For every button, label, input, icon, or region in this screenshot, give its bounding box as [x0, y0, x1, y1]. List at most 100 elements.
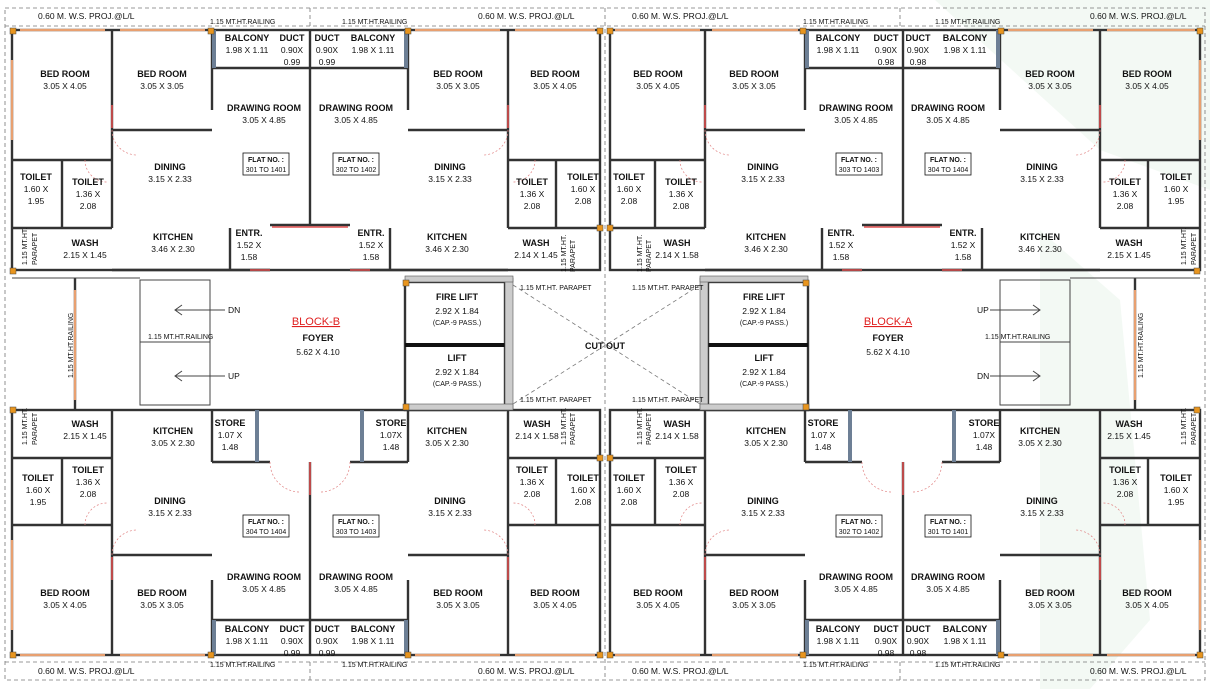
room-dimension: 1.98 X 1.11: [352, 45, 395, 55]
proj-label: 0.60 M. W.S. PROJ.@L/L: [38, 666, 135, 676]
proj-label: 0.60 M. W.S. PROJ.@L/L: [478, 666, 575, 676]
room-dimension: 3.05 X 3.05: [732, 600, 776, 610]
room-dimension: 2.08: [80, 201, 97, 211]
room-name: DRAWING ROOM: [911, 103, 985, 113]
room-dimension: 1.48: [815, 442, 832, 452]
room-name: DUCT: [906, 624, 931, 634]
room-label: BED ROOM 3.05 X 3.05: [729, 588, 779, 610]
room-dimension: 1.60 X: [571, 184, 596, 194]
svg-text:FLAT NO. :: FLAT NO. :: [841, 157, 877, 164]
room-dimension: 1.58: [241, 252, 258, 262]
room-name: DRAWING ROOM: [911, 572, 985, 582]
room-name: BED ROOM: [729, 588, 779, 598]
room-dimension: 1.95: [1168, 196, 1185, 206]
room-name: BALCONY: [816, 33, 861, 43]
room-dimension: 3.05 X 4.85: [834, 115, 878, 125]
room-dimension: 1.98 X 1.11: [944, 636, 987, 646]
room-name: KITCHEN: [1020, 232, 1060, 242]
room-dimension: 2.15 X 1.45: [1107, 250, 1151, 260]
room-name: DUCT: [874, 624, 899, 634]
windows: [10, 28, 1202, 657]
fire-lift-dim: 2.92 X 1.84: [742, 306, 786, 316]
railing-label-vertical: 1.15 MT.HT.RAILING: [1138, 313, 1145, 378]
room-dimension: 3.46 X 2.30: [151, 244, 195, 254]
svg-text:FLAT NO. :: FLAT NO. :: [841, 519, 877, 526]
room-name: BED ROOM: [530, 588, 580, 598]
stair-direction: DN UP UP DN: [174, 304, 1041, 382]
room-name: BED ROOM: [433, 588, 483, 598]
stair-dn-label: DN: [228, 305, 240, 315]
room-dimension: 3.05 X 2.30: [1018, 438, 1062, 448]
room-dimension: 0.98: [910, 648, 927, 658]
room-name: TOILET: [567, 172, 599, 182]
room-dimension: 2.14 X 1.45: [514, 250, 558, 260]
parapet-label-vertical: PARAPET: [1191, 412, 1198, 445]
room-label: KITCHEN 3.05 X 2.30: [1018, 426, 1062, 448]
door-leaves: [111, 105, 1101, 580]
room-name: TOILET: [665, 177, 697, 187]
room-dimension: 2.08: [80, 489, 97, 499]
parapet-label-vertical: PARAPET: [570, 239, 577, 272]
parapet-label-vertical: 1.15 MT.HT.: [22, 228, 29, 265]
room-dimension: 0.90X: [875, 636, 898, 646]
room-name: BALCONY: [225, 33, 270, 43]
room-label: ENTR. 1.52 X 1.58: [236, 228, 263, 262]
room-dimension: 1.36 X: [76, 477, 101, 487]
room-name: DUCT: [906, 33, 931, 43]
room-dimension: 3.05 X 4.85: [334, 115, 378, 125]
proj-label: 0.60 M. W.S. PROJ.@L/L: [1090, 11, 1187, 21]
fire-lift-cap: (CAP.-9 PASS.): [433, 320, 481, 327]
room-name: KITCHEN: [1020, 426, 1060, 436]
room-dimension: 1.98 X 1.11: [352, 636, 395, 646]
room-dimension: 1.36 X: [1113, 477, 1138, 487]
room-dimension: 1.95: [28, 196, 45, 206]
room-name: DINING: [1026, 496, 1058, 506]
room-name: TOILET: [516, 177, 548, 187]
flat-box-a-tl: FLAT NO. :303 TO 1403: [835, 152, 883, 176]
room-dimension: 2.08: [621, 196, 638, 206]
svg-text:301 TO 1401: 301 TO 1401: [246, 167, 287, 174]
room-name: KITCHEN: [153, 426, 193, 436]
room-name: ENTR.: [236, 228, 263, 238]
room-dimension: 1.48: [976, 442, 993, 452]
room-dimension: 0.90X: [281, 636, 304, 646]
lift-core-right: FIRE LIFT 2.92 X 1.84 (CAP.-9 PASS.) LIF…: [740, 292, 788, 388]
room-dimension: 1.98 X 1.11: [817, 636, 860, 646]
svg-text:FLAT NO. :: FLAT NO. :: [338, 519, 374, 526]
room-dimension: 3.05 X 4.05: [533, 600, 577, 610]
room-name: BALCONY: [943, 624, 988, 634]
parapet-label-vertical: 1.15 MT.HT.: [561, 235, 568, 272]
parapet-label-vertical: PARAPET: [570, 412, 577, 445]
room-dimension: 2.14 X 1.58: [515, 431, 559, 441]
balcony-frames: [212, 30, 1000, 655]
svg-text:FLAT NO. :: FLAT NO. :: [930, 157, 966, 164]
room-name: WASH: [72, 419, 99, 429]
room-dimension: 1.52 X: [237, 240, 262, 250]
stair-dn-label: DN: [977, 371, 989, 381]
room-name: TOILET: [20, 172, 52, 182]
block-name: BLOCK-A: [864, 316, 913, 328]
parapet-label-vertical: PARAPET: [1191, 232, 1198, 265]
room-dimension: 1.58: [363, 252, 380, 262]
room-dimension: 3.05 X 4.05: [533, 81, 577, 91]
lift-dim: 2.92 X 1.84: [742, 367, 786, 377]
